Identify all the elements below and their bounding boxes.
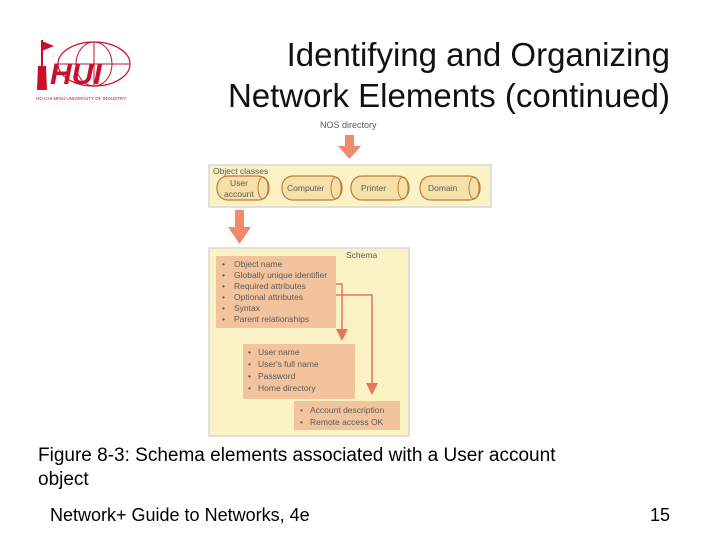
nos-directory-label: NOS directory [320,120,377,130]
arrow-down-2 [228,210,251,244]
svg-text:•: • [248,383,251,393]
schema-item: Globally unique identifier [234,270,327,280]
required-item: Password [258,371,296,381]
schema-label: Schema [346,250,377,260]
svg-text:•: • [222,281,225,291]
footer-text: Network+ Guide to Networks, 4e [50,505,310,525]
optional-list-box [294,401,400,430]
logo-text: HUI [50,58,102,91]
required-list: • User name • User's full name • Password •… [248,347,319,393]
svg-text:•: • [222,259,225,269]
optional-item: Account description [310,405,384,415]
svg-text:Computer: Computer [287,183,324,193]
svg-text:•: • [222,270,225,280]
title-line-2: Network Elements (continued) [227,77,670,114]
title-line-1: Identifying and Organizing [286,36,670,73]
logo-subtitle: HO CHI MINH UNIVERSITY OF INDUSTRY [36,96,126,101]
caption-line-1: Figure 8-3: Schema elements associated w… [38,445,556,466]
svg-text:•: • [222,292,225,302]
required-item: User name [258,347,300,357]
schema-item: Optional attributes [234,292,303,302]
class-computer: Computer [281,175,343,201]
object-classes-label: Object classes [213,166,268,176]
svg-text:Domain: Domain [428,183,458,193]
optional-list: • Account description • Remote access OK [300,405,384,427]
university-logo: HUI HO CHI MINH UNIVERSITY OF INDUSTRY [36,40,131,101]
schema-item: Parent relationships [234,314,309,324]
svg-text:account: account [224,189,254,199]
svg-text:•: • [248,359,251,369]
page-number: 15 [649,505,670,525]
svg-text:•: • [248,371,251,381]
figure-caption: Figure 8-3: Schema elements associated w… [38,444,678,492]
slide-title: Identifying and Organizing Network Eleme… [170,34,670,116]
required-item: Home directory [258,383,316,393]
svg-text:User: User [230,178,248,188]
svg-text:•: • [222,303,225,313]
svg-text:•: • [300,405,303,415]
schema-list-box [216,256,336,328]
schema-item: Syntax [234,303,261,313]
schema-item: Required attributes [234,281,306,291]
caption-line-2: object [38,469,89,490]
required-item: User's full name [258,359,319,369]
required-list-box [243,344,355,399]
svg-text:•: • [222,314,225,324]
class-user-account: User account [216,175,270,201]
class-printer: Printer [350,175,410,201]
svg-text:•: • [248,347,251,357]
schema-item: Object name [234,259,282,269]
optional-item: Remote access OK [310,417,384,427]
svg-text:•: • [300,417,303,427]
class-domain: Domain [419,175,481,201]
svg-text:Printer: Printer [361,183,386,193]
arrow-down-1 [338,135,361,159]
schema-list: • Object name • Globally unique identifier… [222,259,327,324]
connector-arrows [336,283,378,395]
